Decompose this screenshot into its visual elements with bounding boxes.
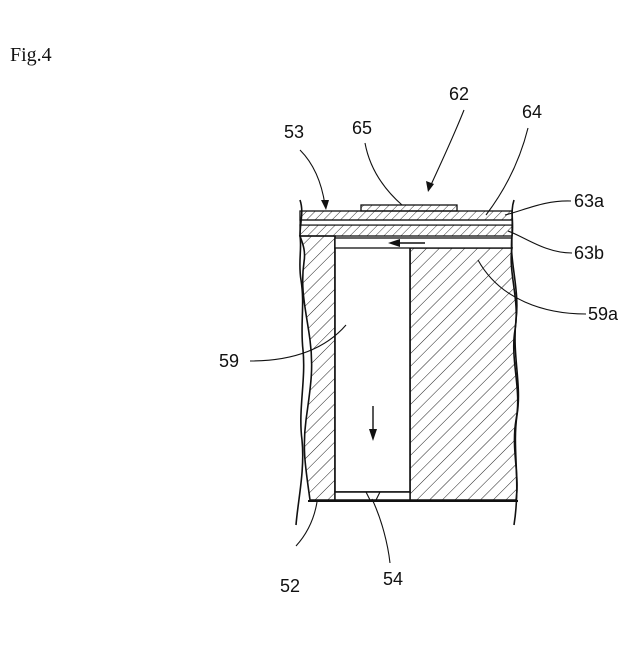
layer-63b bbox=[300, 225, 512, 236]
leader-62-arrowhead bbox=[426, 181, 434, 192]
label-64: 64 bbox=[522, 102, 542, 122]
leader-62 bbox=[430, 110, 464, 187]
label-62: 62 bbox=[449, 84, 469, 104]
label-59: 59 bbox=[219, 351, 239, 371]
leader-63a bbox=[505, 201, 571, 215]
left-break-line bbox=[296, 200, 304, 525]
right-block bbox=[410, 248, 518, 500]
layer-63a bbox=[300, 211, 512, 220]
leader-52 bbox=[296, 502, 317, 546]
figure-title: Fig.4 bbox=[10, 44, 52, 67]
leader-53-arrowhead bbox=[321, 200, 329, 210]
leader-64 bbox=[486, 128, 528, 215]
element-65 bbox=[361, 205, 457, 211]
leader-54 bbox=[372, 499, 390, 563]
left-wall bbox=[300, 236, 335, 500]
label-63b: 63b bbox=[574, 243, 604, 263]
label-65: 65 bbox=[352, 118, 372, 138]
label-52: 52 bbox=[280, 576, 300, 596]
layer-gap bbox=[300, 220, 512, 225]
label-59a: 59a bbox=[588, 304, 619, 324]
channel-59 bbox=[335, 240, 410, 492]
label-63a: 63a bbox=[574, 191, 605, 211]
leader-53 bbox=[300, 150, 325, 205]
label-54: 54 bbox=[383, 569, 403, 589]
leader-63b bbox=[508, 231, 572, 253]
label-53: 53 bbox=[284, 122, 304, 142]
leader-65 bbox=[365, 143, 402, 205]
